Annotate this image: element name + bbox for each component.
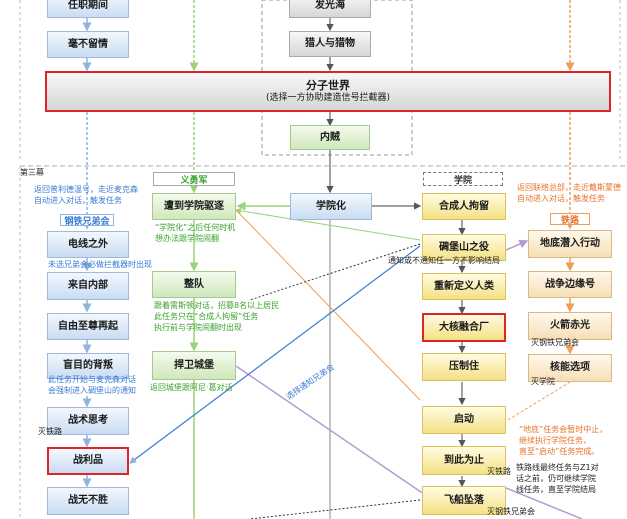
note-mie-tielu: 灭铁路	[38, 427, 62, 436]
fenzi-title: 分子世界	[306, 78, 350, 92]
quest-dahe[interactable]: 大核融合厂	[422, 313, 506, 342]
note-tongzhi: 通知或不通知任一方不影响结局	[388, 256, 500, 265]
note-didi: “地底”任务会暂时中止， 继续执行学院任务， 直至“启动”任务完成。	[519, 425, 608, 456]
quest-hechengren[interactable]: 合成人拘留	[422, 193, 506, 220]
quest-zhanzheng[interactable]: 战争边缘号	[528, 271, 612, 298]
quest-dianxian[interactable]: 电线之外	[47, 231, 129, 258]
quest-diaobao[interactable]: 碉堡山之役	[422, 234, 506, 261]
quest-chongxin[interactable]: 重新定义人类	[422, 273, 506, 300]
note-ci-renwu: 此任务开始与麦克森对话 会强制进入碉堡山的通知	[48, 375, 136, 395]
quest-neizei[interactable]: 内贼	[290, 125, 370, 150]
fenzi-subtitle: (选择一方协助建造信号拦截器)	[265, 92, 391, 103]
quest-qidong[interactable]: 启动	[422, 406, 506, 434]
note-gensui: 跟着需斯顿对话，招募8名以上居民 此任务只在“合成人拘留”任务 执行前与学院闹翻…	[154, 301, 280, 332]
quest-yazhi[interactable]: 压制住	[422, 353, 506, 381]
quest-ziyou[interactable]: 自由至尊再起	[47, 313, 129, 340]
quest-laizi[interactable]: 来自内部	[47, 272, 129, 300]
quest-mangmu[interactable]: 盲目的背叛	[47, 353, 129, 379]
note-fanhui-bs: 返回普利德温号，走近麦克森 自动进入对话，触发任务	[34, 185, 138, 205]
note-mie-xueyuan: 灭学院	[531, 377, 555, 386]
quest-zaoyu[interactable]: 遭到学院驱逐	[152, 193, 236, 220]
quest-fenzi-shijie[interactable]: 分子世界 (选择一方协助建造信号拦截器)	[45, 71, 611, 112]
quest-hanwei[interactable]: 捍卫城堡	[152, 351, 236, 380]
quest-haobuliu[interactable]: 毫不留情	[47, 31, 129, 58]
faction-tielu: 铁路	[550, 213, 590, 226]
quest-xueyuanhua[interactable]: 学院化	[290, 193, 372, 220]
note-mie-tielu2: 灭铁路	[487, 467, 511, 476]
note-xueyuanhua: “学院化”之后任何时机 想办法跟学院闹翻	[155, 223, 236, 243]
note-mie-xiongdi2: 灭钢铁兄弟会	[487, 507, 535, 516]
note-mie-xiongdi1: 灭钢铁兄弟会	[531, 338, 579, 347]
quest-zhengdui[interactable]: 整队	[152, 271, 236, 298]
note-tielu-end: 铁路线最终任务与Z1对 话之前，仍可继续学院 线任务，直至学院结局	[516, 463, 599, 494]
quest-didi[interactable]: 地底潜入行动	[528, 230, 612, 258]
note-fanhui-tl: 返回联络总部，走近戴斯蒙德 自动进入对话，触发任务	[517, 183, 621, 203]
faction-gangtie: 钢铁兄弟会	[60, 214, 114, 227]
note-fanhui-cb: 返回城堡跟阿尼·葛对话	[150, 383, 233, 392]
quest-zhanlipin[interactable]: 战利品	[47, 447, 129, 475]
faction-yiyongjun: 义勇军	[153, 172, 235, 186]
quest-daoci[interactable]: 到此为止	[422, 446, 506, 475]
quest-zhanshu[interactable]: 战术思考	[47, 407, 129, 435]
quest-renzhi[interactable]: 任职期间	[47, 0, 129, 18]
quest-hexuan[interactable]: 核能选项	[528, 354, 612, 382]
quest-lierenyuliewu[interactable]: 猎人与猎物	[289, 31, 371, 57]
faction-xueyuan: 学院	[423, 172, 503, 186]
quest-faguanghai[interactable]: 发光海	[289, 0, 371, 18]
quest-zhanwubusheng[interactable]: 战无不胜	[47, 487, 129, 515]
note-weixuan: 未选兄弟会必做拦截器时出现	[48, 260, 152, 269]
act-label: 第三幕	[20, 168, 44, 177]
quest-huojian[interactable]: 火箭赤光	[528, 312, 612, 340]
quest-feichuan[interactable]: 飞船坠落	[422, 486, 506, 515]
